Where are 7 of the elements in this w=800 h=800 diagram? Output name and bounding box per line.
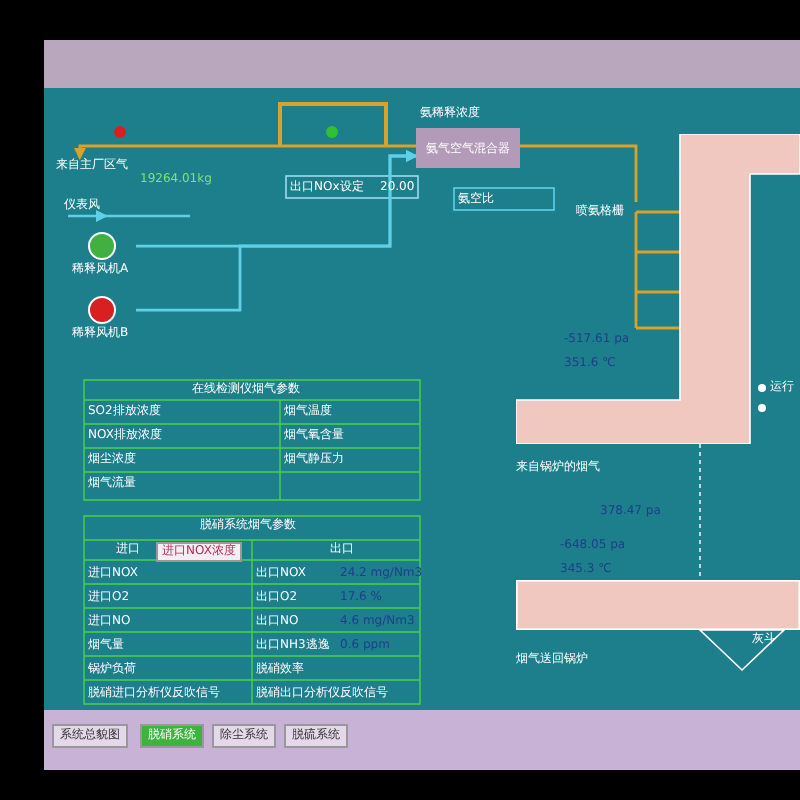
pipeline (136, 150, 418, 312)
pipeline (636, 210, 680, 214)
title-bar (44, 40, 800, 88)
pipeline (73, 144, 416, 160)
reactor-duct (516, 134, 800, 444)
pipeline (520, 144, 638, 202)
flue-duct (516, 580, 800, 630)
